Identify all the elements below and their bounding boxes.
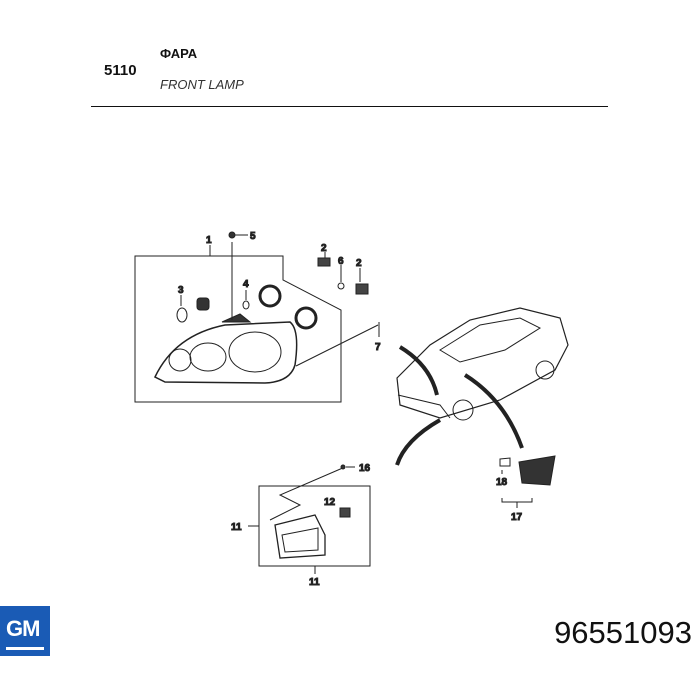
section-title-ru: ФАРА xyxy=(160,46,198,61)
fog-bulb-12 xyxy=(339,507,351,518)
screw-6 xyxy=(337,282,345,290)
callout-18: 18 xyxy=(496,477,508,488)
bulb-2b xyxy=(355,283,369,295)
callout-16: 16 xyxy=(359,463,371,474)
callout-1: 1 xyxy=(206,235,212,246)
gm-logo-text: GM xyxy=(6,616,40,641)
section-code: 5110 xyxy=(104,62,137,79)
section-title-en: FRONT LAMP xyxy=(160,77,244,92)
callout-2: 2 xyxy=(321,243,327,254)
screw-5 xyxy=(228,231,236,239)
callout-4: 4 xyxy=(243,279,249,290)
bulb-2a xyxy=(317,257,331,267)
adjuster-ring-1 xyxy=(258,284,282,308)
fog-lamp-group xyxy=(248,464,371,574)
callout-6: 6 xyxy=(338,256,344,267)
callout-11-bottom: 11 xyxy=(309,577,320,588)
part-number: 96551093 xyxy=(554,615,692,650)
callout-17: 17 xyxy=(511,512,523,523)
gm-logo: GM xyxy=(0,606,50,656)
headlamp-housing xyxy=(154,321,298,384)
headlamp-assembly-group xyxy=(134,231,380,403)
callout-5: 5 xyxy=(250,231,256,242)
car-illustration xyxy=(395,307,569,466)
screw-16 xyxy=(340,464,346,470)
gm-logo-underline xyxy=(6,647,44,650)
socket-3 xyxy=(196,297,210,311)
callout-7: 7 xyxy=(375,342,381,353)
callout-12: 12 xyxy=(324,497,336,508)
bulb-4 xyxy=(242,300,250,310)
adjuster-ring-2 xyxy=(294,306,318,330)
callout-2-second: 2 xyxy=(356,258,362,269)
callout-3: 3 xyxy=(178,285,184,296)
bulb-3 xyxy=(176,307,188,323)
header-divider xyxy=(91,106,608,107)
fog-lamp-housing xyxy=(274,514,326,559)
side-marker-group xyxy=(499,455,556,508)
callout-11: 11 xyxy=(231,522,242,533)
